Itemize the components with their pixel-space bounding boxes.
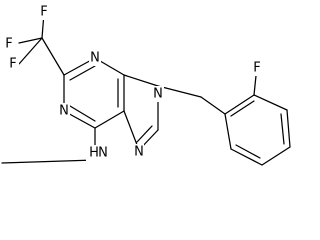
bond-c4-n9 <box>123 74 159 87</box>
atom-label-f-aryl: F <box>253 61 260 76</box>
atom-label-n1: N <box>59 104 69 119</box>
atom-labels: F F F N N N N H N F <box>3 4 263 161</box>
bond-c-f2 <box>18 37 43 44</box>
chemical-structure-diagram: F F F N N N N H N F <box>1 4 291 166</box>
atom-label-f1: F <box>40 5 47 20</box>
atom-label-nh-h: H <box>89 146 99 161</box>
fluorobenzyl-group <box>157 65 291 166</box>
bond-c8-n7-double <box>136 125 153 143</box>
bond-c-f3 <box>18 37 43 65</box>
bond-c6-c1 <box>224 113 232 150</box>
bond-nh-methyl <box>1 159 96 164</box>
atom-label-n3: N <box>90 51 100 66</box>
atom-label-n9: N <box>153 87 163 102</box>
bond-n9-ch2 <box>157 85 202 98</box>
bond-cf3-c2 <box>41 37 65 76</box>
bond-c5-c6 <box>94 110 125 129</box>
methylamino-group <box>1 127 96 164</box>
bond-c3-c4-double <box>280 113 285 145</box>
atom-label-n7: N <box>134 145 144 160</box>
trifluoromethyl-group <box>18 12 65 76</box>
bond-c4-c5 <box>261 146 291 166</box>
bond-c3-c4 <box>286 109 291 148</box>
bond-c5-c6-double <box>235 144 261 159</box>
bond-c2-c3 <box>253 94 288 111</box>
bond-c6-n1-double <box>69 105 96 122</box>
bond-ch2-c1 <box>200 96 226 115</box>
bond-c1-c2 <box>224 94 255 115</box>
atom-label-nh-n: N <box>98 146 108 161</box>
atom-label-f2: F <box>5 37 12 52</box>
bond-c1-c2-double <box>230 100 255 117</box>
atom-label-f3: F <box>9 57 16 72</box>
bond-n7-c5 <box>123 110 140 151</box>
pyrimidine-ring <box>63 57 125 129</box>
bond-c5-c6 <box>230 148 263 166</box>
bond-c2-n3-double <box>69 65 96 81</box>
